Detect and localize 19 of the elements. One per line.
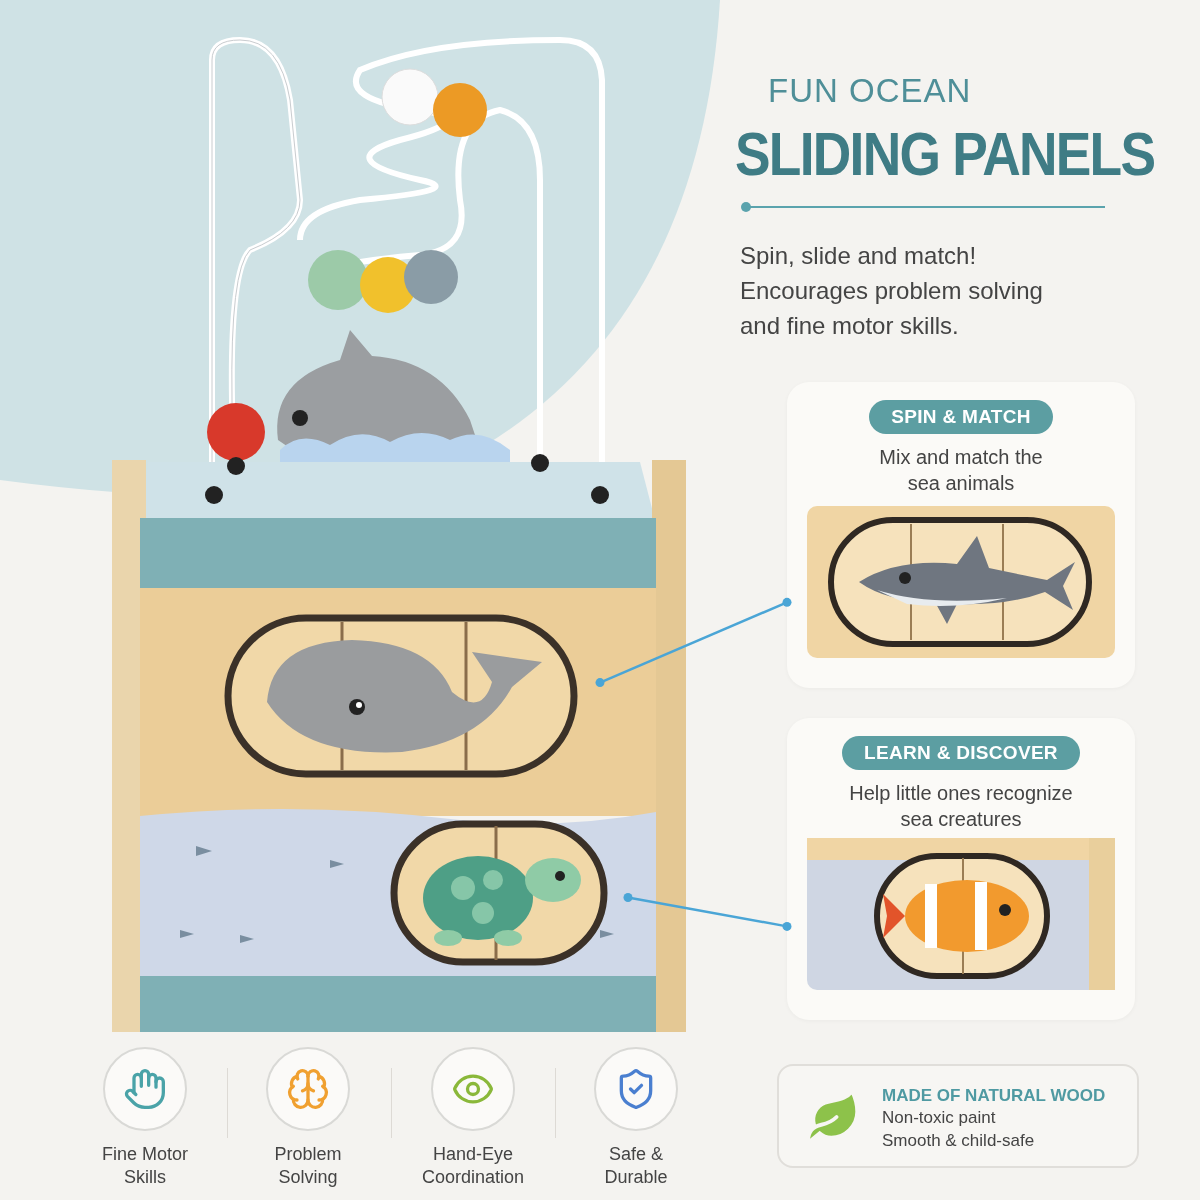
card-heading: SPIN & MATCH [869, 400, 1053, 434]
card-heading: LEARN & DISCOVER [842, 736, 1080, 770]
description: Spin, slide and match! Encourages problem solving and fine motor skills. [740, 241, 1044, 341]
info-text: Non-toxic paint [882, 1107, 997, 1129]
info-heading: MADE OF NATURAL WOOD [882, 1086, 1107, 1106]
card-description: Help little ones recognize sea creatures [848, 781, 1074, 832]
feature-label: Hand-Eye Coordination [420, 1143, 526, 1189]
leader-line [595, 597, 792, 688]
feature-card [787, 718, 1135, 1020]
feature-label: Fine Motor Skills [101, 1143, 189, 1189]
feature-card [787, 382, 1135, 688]
leader-line [623, 893, 792, 931]
feature-label: Safe & Durable [603, 1143, 669, 1189]
feature-label: Problem Solving [273, 1143, 343, 1189]
title: SLIDING PANELS [735, 118, 1155, 189]
subtitle: FUN OCEAN [768, 72, 973, 110]
info-box [777, 1064, 1139, 1168]
info-text: Smooth & child-safe [882, 1130, 1036, 1152]
card-description: Mix and match the sea animals [878, 445, 1044, 496]
